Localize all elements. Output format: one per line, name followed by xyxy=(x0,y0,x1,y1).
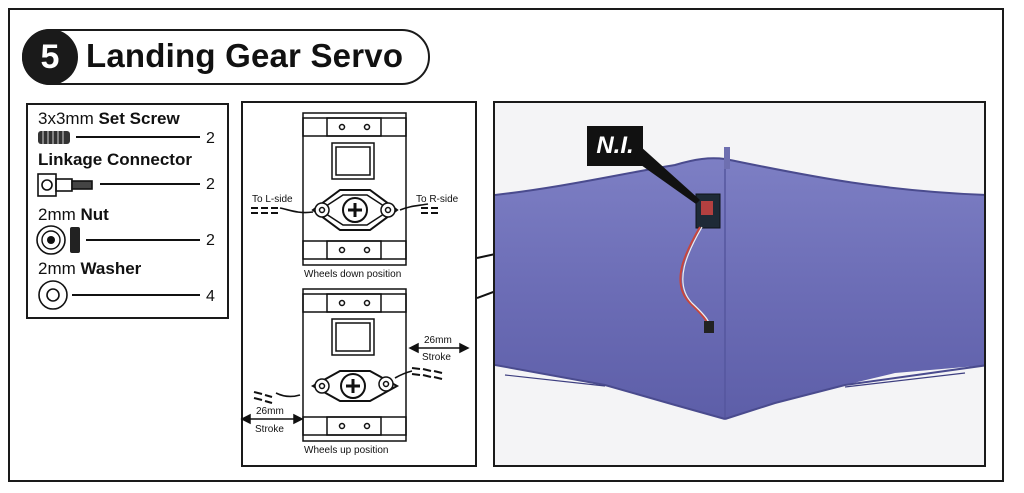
qty-linkage-connector: 2 xyxy=(206,176,215,193)
part-size: 3x3mm xyxy=(38,109,99,128)
qty-washer: 4 xyxy=(206,288,215,305)
step-title: Landing Gear Servo xyxy=(86,37,404,74)
nut-icon xyxy=(36,225,80,255)
label-to-r-side: To R-side xyxy=(416,194,459,205)
stroke-arrow-left xyxy=(240,413,304,425)
part-size: 2mm xyxy=(38,259,81,278)
ni-badge: N.I. xyxy=(587,126,643,166)
stroke-right-word: Stroke xyxy=(422,352,451,363)
servo-in-wing xyxy=(695,193,721,229)
washer-icon xyxy=(38,280,68,310)
wing-photo-panel xyxy=(493,101,986,467)
part-label-linkage-connector: Linkage Connector xyxy=(38,150,192,170)
servo-bottom-illustration xyxy=(275,288,413,442)
set-screw-icon xyxy=(38,131,70,144)
wing-illustration xyxy=(495,147,984,420)
label-to-l-side: To L-side xyxy=(252,194,293,205)
wire-dashes-bottom xyxy=(253,367,443,404)
step-frame xyxy=(8,8,1004,482)
stroke-left-word: Stroke xyxy=(255,424,284,435)
servo-top-illustration xyxy=(279,112,429,266)
servo-diagram-panel xyxy=(241,101,477,467)
part-label-set-screw: 3x3mm Set Screw xyxy=(38,109,180,129)
part-label-nut: 2mm Nut xyxy=(38,205,109,225)
part-name: Linkage Connector xyxy=(38,150,192,169)
step-number-badge: 5 xyxy=(22,29,78,85)
title-pill xyxy=(22,29,430,85)
part-name: Set Screw xyxy=(98,109,180,128)
part-name: Washer xyxy=(80,259,142,278)
stroke-right-value: 26mm xyxy=(424,335,452,346)
wire-dashes-top xyxy=(251,207,438,214)
caption-wheels-up: Wheels up position xyxy=(304,445,389,456)
part-size: 2mm xyxy=(38,205,81,224)
parts-list xyxy=(26,103,229,319)
caption-wheels-down: Wheels down position xyxy=(304,269,402,280)
part-name: Nut xyxy=(80,205,109,224)
linkage-connector-icon xyxy=(37,173,93,197)
qty-nut: 2 xyxy=(206,232,215,249)
stroke-arrow-right xyxy=(408,342,470,354)
qty-set-screw: 2 xyxy=(206,130,215,147)
part-label-washer: 2mm Washer xyxy=(38,259,141,279)
stroke-left-value: 26mm xyxy=(256,406,284,417)
